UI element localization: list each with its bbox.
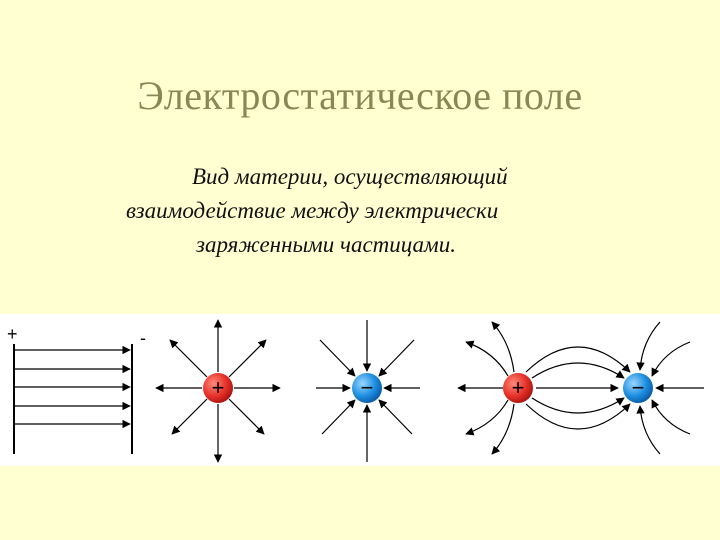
plate-plus-label: + [7, 324, 18, 344]
negative-charge-diagram: − [316, 320, 420, 462]
plate-minus-label: - [140, 328, 146, 348]
definition-line-3: заряженными частицами. [196, 232, 456, 257]
field-lines-figure: + - [0, 314, 720, 466]
parallel-plates-diagram: + - [7, 324, 146, 454]
dipole-diagram: + − [457, 321, 704, 455]
negative-charge-sign: − [361, 375, 374, 400]
slide-title: Электростатическое поле [137, 73, 583, 118]
negative-charge [352, 373, 382, 403]
field-lines-svg: + - [7, 319, 704, 463]
dipole-negative-charge [623, 373, 653, 403]
positive-charge-sign: + [212, 375, 225, 400]
dipole-positive-charge [503, 373, 533, 403]
definition-line-2: взаимодействие между электрически [126, 198, 499, 223]
dipole-positive-sign: + [512, 375, 525, 400]
definition-line-1: Вид материи, осуществляющий [192, 164, 508, 189]
positive-charge-diagram: + [155, 319, 281, 463]
dipole-negative-sign: − [632, 375, 645, 400]
positive-charge [203, 373, 233, 403]
uniform-field-lines [15, 345, 131, 429]
